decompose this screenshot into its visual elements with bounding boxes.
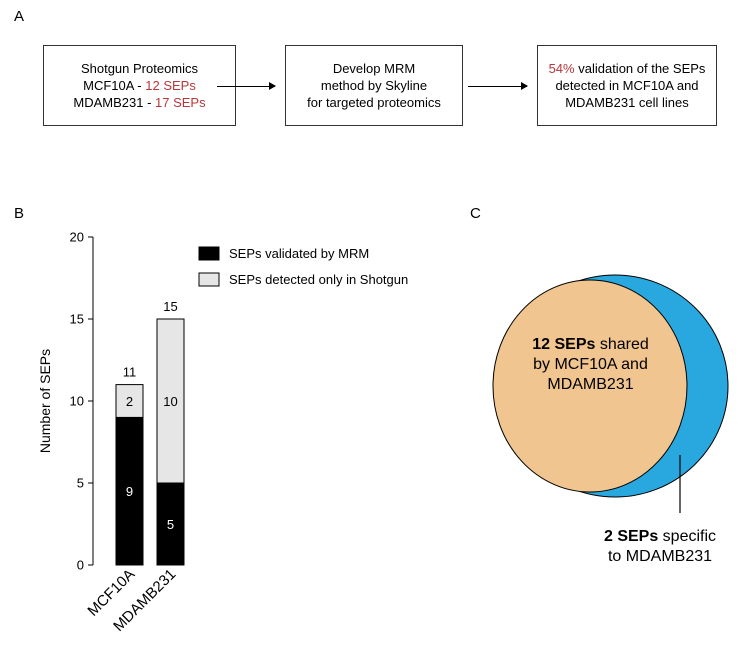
flow-box-mrm: Develop MRM method by Skyline for target… bbox=[285, 45, 463, 126]
legend-swatch-1 bbox=[198, 272, 220, 287]
y-tick-label-10: 10 bbox=[70, 394, 84, 409]
validation-text: validation of the SEPs bbox=[574, 61, 706, 76]
flow-box-validation-line2: detected in MCF10A and bbox=[555, 78, 699, 93]
mcf10a-count: 12 SEPs bbox=[145, 78, 196, 93]
venn-shared-count: 12 SEPs bbox=[532, 336, 596, 353]
legend-swatch-0 bbox=[198, 246, 220, 261]
venn-specific-text: specific bbox=[658, 528, 717, 545]
y-tick-label-0: 0 bbox=[77, 558, 84, 573]
flow-box-mrm-line1: Develop MRM bbox=[332, 61, 416, 76]
y-axis-label: Number of SEPs bbox=[37, 349, 53, 453]
bar-total-label-mcf10a: 11 bbox=[123, 365, 137, 380]
panel-label-a: A bbox=[14, 8, 25, 25]
validation-percent: 54% bbox=[548, 61, 575, 76]
flow-box-validation-line1: 54% validation of the SEPs bbox=[549, 60, 706, 77]
panel-label-c: C bbox=[470, 205, 481, 222]
mcf10a-prefix: MCF10A - bbox=[83, 78, 146, 93]
y-tick-label-20: 20 bbox=[70, 230, 84, 245]
bar-value-label-mcf10a-series-1: 2 bbox=[126, 394, 133, 409]
flow-box-shotgun: Shotgun Proteomics MCF10A - 12 SEPs MDAM… bbox=[43, 45, 236, 126]
legend-label-1: SEPs detected only in Shotgun bbox=[229, 272, 408, 287]
panel-label-b: B bbox=[14, 205, 25, 222]
flow-box-validation-line3: MDAMB231 cell lines bbox=[565, 95, 689, 110]
flow-box-shotgun-line1: Shotgun Proteomics bbox=[80, 61, 199, 76]
venn-shared-line2: by MCF10A and bbox=[533, 356, 648, 373]
mdamb231-count: 17 SEPs bbox=[155, 95, 206, 110]
venn-shared-text: shared bbox=[595, 336, 649, 353]
bar-total-label-mdamb231: 15 bbox=[163, 299, 177, 314]
y-tick-label-5: 5 bbox=[77, 476, 84, 491]
flow-box-mrm-line3: for targeted proteomics bbox=[307, 95, 441, 110]
bar-value-label-mdamb231-series-0: 5 bbox=[167, 517, 174, 532]
bar-value-label-mdamb231-series-1: 10 bbox=[163, 394, 177, 409]
flow-box-mrm-line2: method by Skyline bbox=[320, 78, 428, 93]
flow-box-validation: 54% validation of the SEPs detected in M… bbox=[537, 45, 717, 126]
venn-shared-line3: MDAMB231 bbox=[547, 376, 634, 393]
bar-mdamb231-series-1 bbox=[156, 318, 185, 484]
venn-specific-label: 2 SEPs specific to MDAMB231 bbox=[575, 527, 740, 567]
venn-specific-count: 2 SEPs bbox=[603, 528, 659, 545]
y-tick-label-15: 15 bbox=[70, 312, 84, 327]
mdamb231-prefix: MDAMB231 - bbox=[73, 95, 156, 110]
bar-mcf10a-series-1 bbox=[115, 384, 144, 418]
flow-arrow-1 bbox=[217, 82, 276, 90]
venn-specific-line2: to MDAMB231 bbox=[607, 548, 713, 565]
bar-value-label-mcf10a-series-0: 9 bbox=[126, 484, 133, 499]
flow-box-shotgun-line3: MDAMB231 - 17 SEPs bbox=[73, 94, 205, 111]
legend-label-0: SEPs validated by MRM bbox=[229, 246, 369, 261]
flow-box-shotgun-line2: MCF10A - 12 SEPs bbox=[73, 77, 205, 94]
venn-shared-label: 12 SEPs shared by MCF10A and MDAMB231 bbox=[503, 335, 678, 395]
flow-arrow-2 bbox=[468, 82, 528, 90]
